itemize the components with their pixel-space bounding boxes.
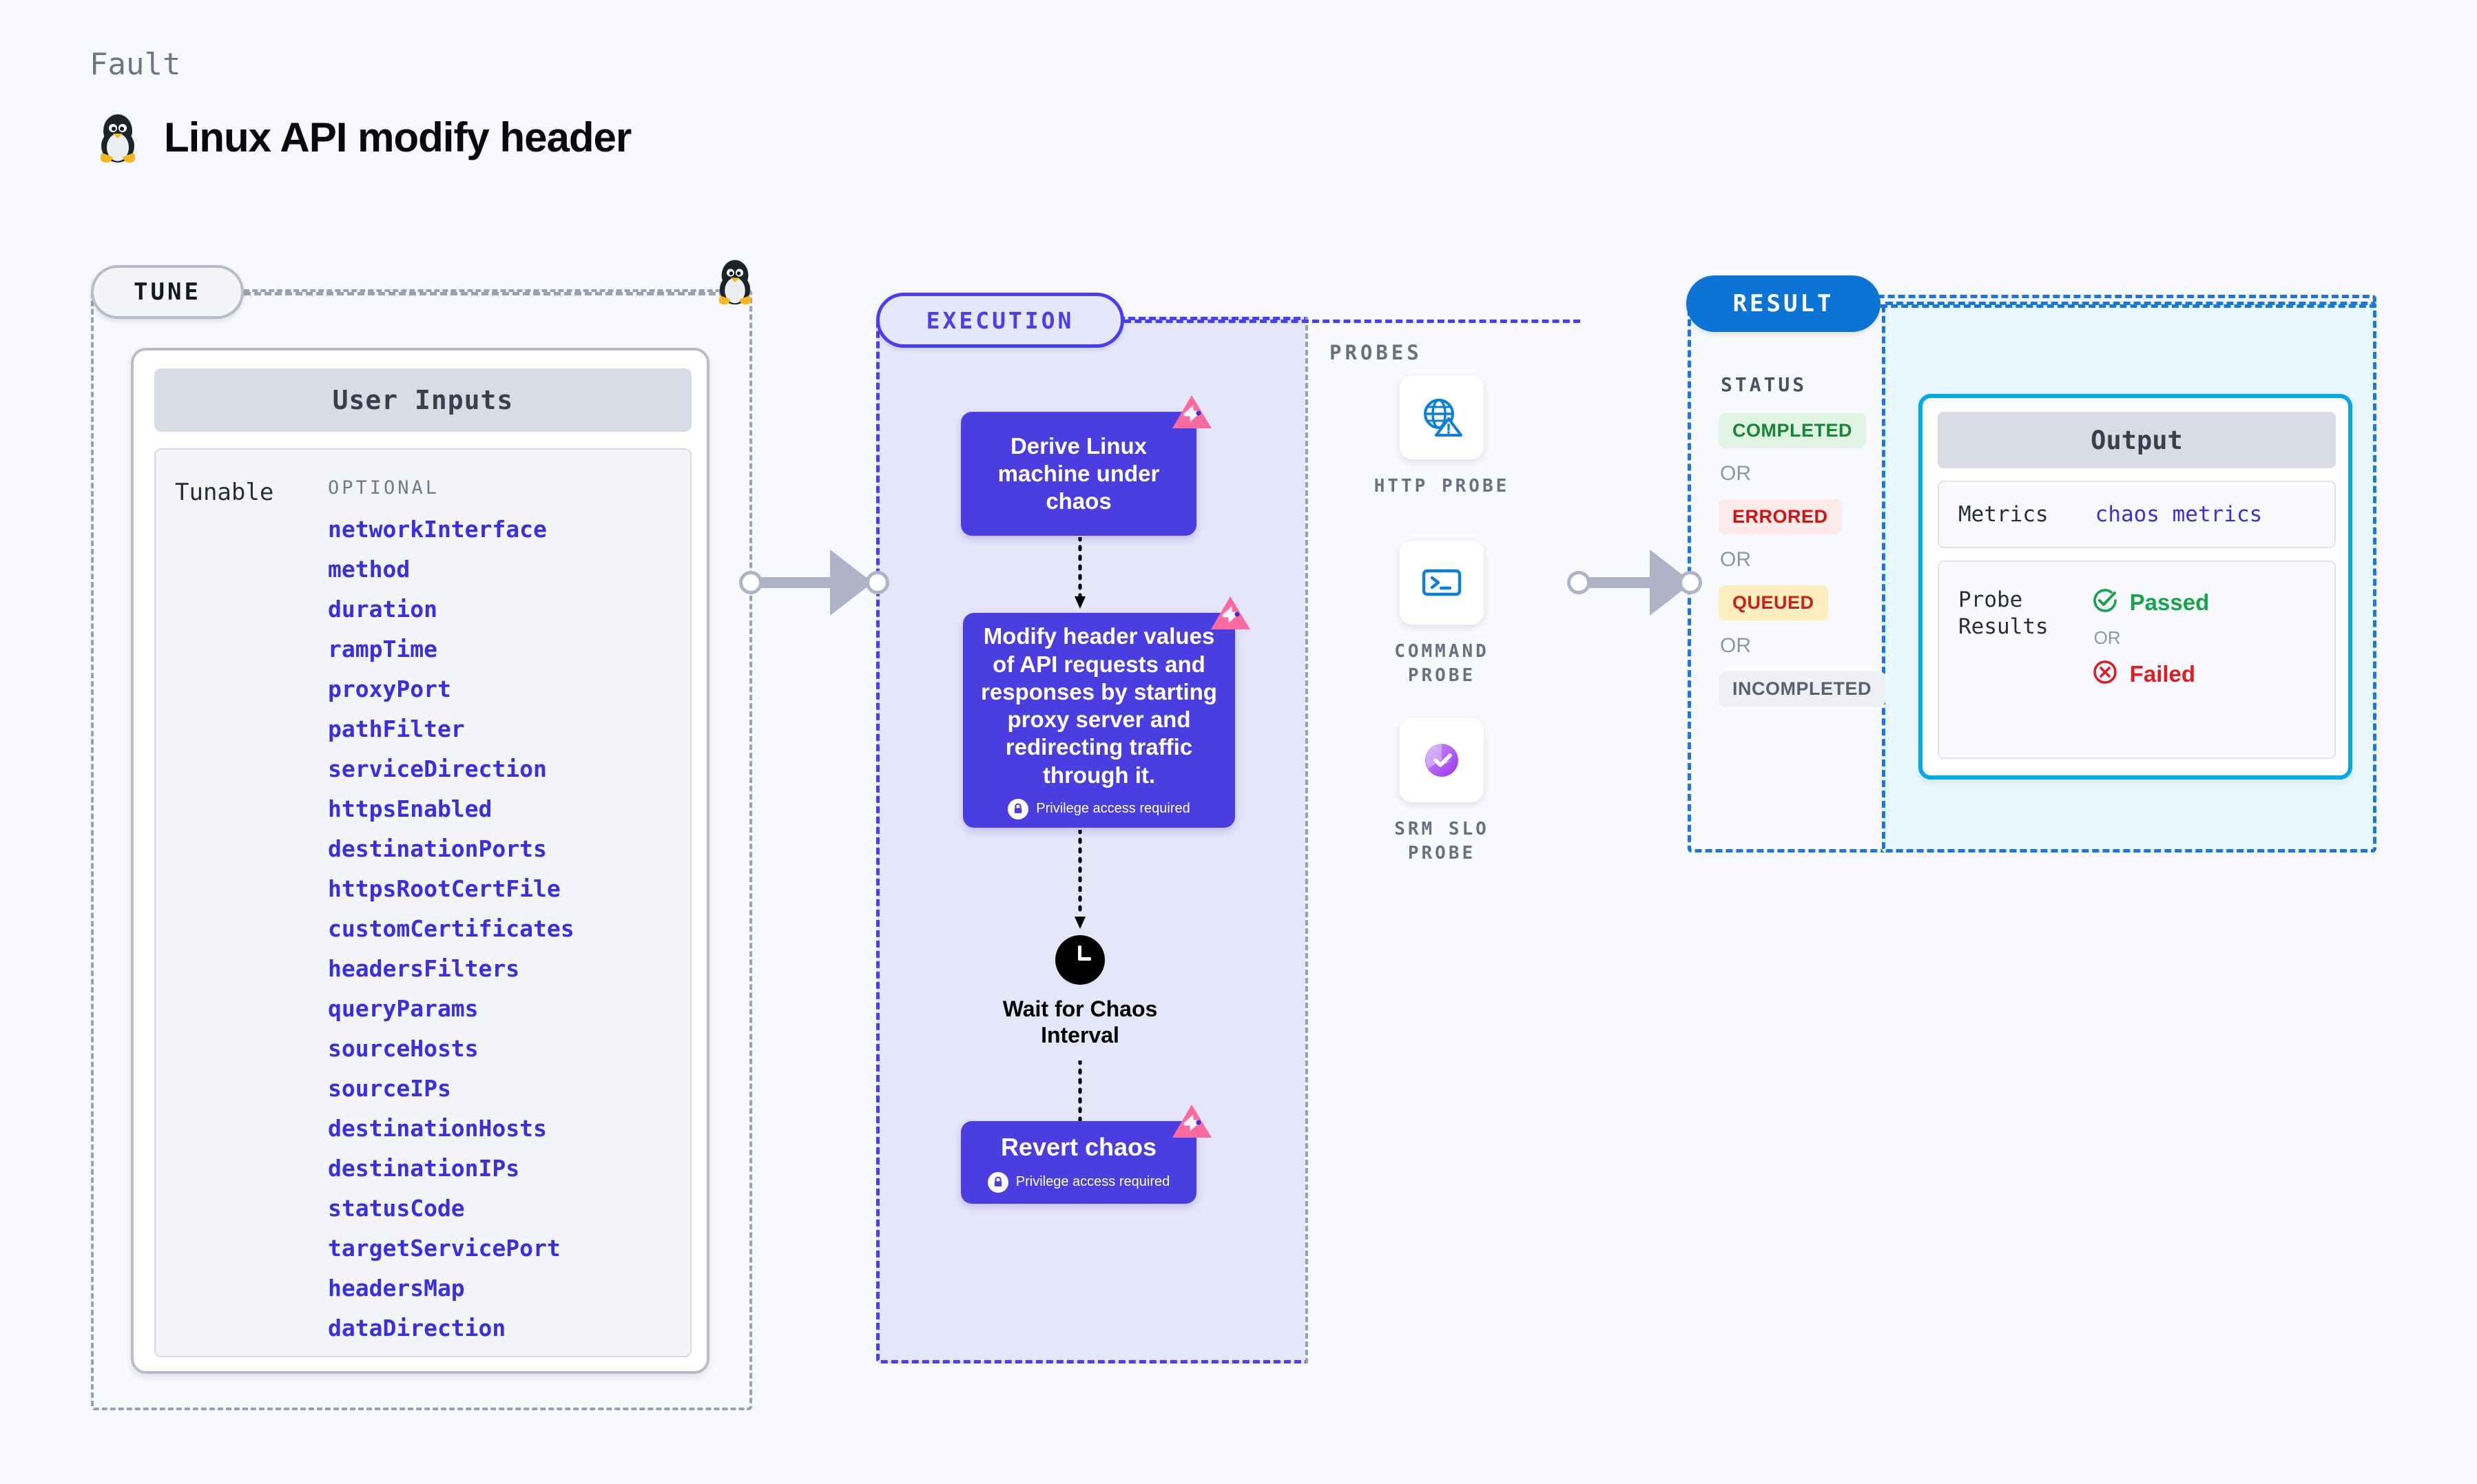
metrics-key: Metrics xyxy=(1958,501,2049,527)
lock-icon xyxy=(987,1171,1008,1193)
execution-step-derive-machine[interactable]: Derive Linux machine under chaos xyxy=(961,395,1212,536)
execution-step-text: Modify header values of API requests and… xyxy=(981,623,1217,788)
privilege-access-label: Privilege access required xyxy=(1015,1174,1170,1190)
tune-linux-penguin-icon xyxy=(715,256,755,309)
x-circle-icon xyxy=(2091,658,2119,689)
tune-leader-line xyxy=(244,292,726,295)
param-targetServicePort[interactable]: targetServicePort xyxy=(328,1235,561,1262)
privilege-access-label: Privilege access required xyxy=(1036,801,1190,817)
revert-chaos-label: Revert chaos xyxy=(1000,1133,1157,1162)
failed-label: Failed xyxy=(2129,660,2196,687)
param-headersFilters[interactable]: headersFilters xyxy=(328,955,520,982)
chaos-corner-badge-icon xyxy=(1170,394,1213,437)
execution-step-text: Derive Linux machine under chaos xyxy=(997,432,1160,514)
tune-section-pill[interactable]: TUNE xyxy=(91,265,244,319)
output-title: Output xyxy=(1938,412,2336,468)
wait-for-chaos-interval-node: Wait for Chaos Interval xyxy=(963,935,1197,1049)
page-title: Linux API modify header xyxy=(164,114,632,160)
param-sourceHosts[interactable]: sourceHosts xyxy=(328,1035,479,1062)
param-pathFilter[interactable]: pathFilter xyxy=(328,715,465,742)
linux-penguin-icon xyxy=(96,110,139,164)
status-badge-errored: ERRORED xyxy=(1719,499,1842,534)
param-httpsRootCertFile[interactable]: httpsRootCertFile xyxy=(328,875,561,902)
param-method[interactable]: method xyxy=(328,556,411,583)
execution-leader-line xyxy=(1124,320,1580,323)
execution-step-modify-header[interactable]: Modify header values of API requests and… xyxy=(963,596,1250,828)
or-separator: OR xyxy=(1720,548,1751,571)
param-dataDirection[interactable]: dataDirection xyxy=(328,1315,506,1341)
param-rampTime[interactable]: rampTime xyxy=(328,636,437,662)
probe-http[interactable]: HTTP PROBE xyxy=(1356,375,1528,499)
status-badge-queued: QUEUED xyxy=(1719,585,1828,620)
status-list: COMPLETED OR ERRORED OR QUEUED OR INCOMP… xyxy=(1719,413,1918,707)
result-leader-line xyxy=(1880,304,2376,308)
privilege-access-note: Privilege access required xyxy=(1008,798,1190,819)
user-inputs-body: Tunable OPTIONAL networkInterface method… xyxy=(154,448,692,1357)
page-title-row: Linux API modify header xyxy=(96,110,632,164)
metrics-value[interactable]: chaos metrics xyxy=(2095,502,2263,527)
result-section-pill[interactable]: RESULT xyxy=(1686,275,1880,332)
globe-warning-icon xyxy=(1400,375,1484,459)
execution-section-pill[interactable]: EXECUTION xyxy=(876,293,1124,348)
user-inputs-card: User Inputs Tunable OPTIONAL networkInte… xyxy=(131,348,709,1374)
tunable-param-list: OPTIONAL networkInterface method duratio… xyxy=(328,450,690,1356)
output-row-probe-results: Probe Results Passed OR xyxy=(1938,561,2336,759)
param-customCertificates[interactable]: customCertificates xyxy=(328,915,574,942)
param-duration[interactable]: duration xyxy=(328,596,437,623)
lock-icon xyxy=(1008,798,1029,819)
param-serviceDirection[interactable]: serviceDirection xyxy=(328,755,547,782)
execution-step-revert-chaos[interactable]: Revert chaos Privilege access required xyxy=(961,1105,1212,1204)
param-statusCode[interactable]: statusCode xyxy=(328,1195,465,1222)
probe-label: COMMAND PROBE xyxy=(1394,641,1489,687)
probe-label: HTTP PROBE xyxy=(1374,476,1510,497)
optional-label: OPTIONAL xyxy=(328,477,440,499)
status-label: STATUS xyxy=(1721,373,1807,396)
param-destinationIPs[interactable]: destinationIPs xyxy=(328,1155,520,1182)
or-separator: OR xyxy=(1720,462,1751,485)
tune-container xyxy=(91,289,752,1410)
page-eyebrow: Fault xyxy=(90,47,181,82)
param-destinationHosts[interactable]: destinationHosts xyxy=(328,1115,547,1142)
param-sourceIPs[interactable]: sourceIPs xyxy=(328,1075,451,1102)
param-networkInterface[interactable]: networkInterface xyxy=(328,516,547,543)
param-queryParams[interactable]: queryParams xyxy=(328,995,479,1022)
wait-node-label: Wait for Chaos Interval xyxy=(1002,996,1158,1048)
or-separator: OR xyxy=(1720,634,1751,657)
probes-container xyxy=(1305,317,1579,1363)
passed-label: Passed xyxy=(2129,589,2210,615)
probe-results-key: Probe Results xyxy=(1958,587,2049,639)
check-circle-icon xyxy=(2091,587,2119,618)
param-destinationPorts[interactable]: destinationPorts xyxy=(328,835,547,862)
flow-arrow-1 xyxy=(1072,535,1088,615)
output-row-metrics: Metrics chaos metrics xyxy=(1938,481,2336,548)
tunable-label: Tunable xyxy=(175,479,274,506)
clock-icon xyxy=(1055,935,1105,985)
flow-arrow-2 xyxy=(1072,828,1088,935)
probe-command[interactable]: COMMAND PROBE xyxy=(1356,541,1528,688)
chaos-corner-badge-icon xyxy=(1209,595,1252,638)
terminal-icon xyxy=(1400,541,1484,625)
output-card: Output Metrics chaos metrics Probe Resul… xyxy=(1918,394,2352,780)
privilege-access-note: Privilege access required xyxy=(987,1171,1170,1193)
param-httpsEnabled[interactable]: httpsEnabled xyxy=(328,795,493,822)
param-headersMap[interactable]: headersMap xyxy=(328,1275,465,1302)
slo-donut-check-icon xyxy=(1400,718,1484,802)
param-proxyPort[interactable]: proxyPort xyxy=(328,676,451,702)
probe-srm-slo[interactable]: SRM SLO PROBE xyxy=(1356,718,1528,866)
probe-label: SRM SLO PROBE xyxy=(1394,819,1489,864)
probes-section-label: PROBES xyxy=(1329,341,1422,364)
user-inputs-title: User Inputs xyxy=(154,368,692,432)
status-badge-incompleted: INCOMPLETED xyxy=(1719,671,1886,707)
probe-result-failed: Failed xyxy=(2091,658,2210,689)
probe-results-values: Passed OR Failed xyxy=(2091,587,2210,689)
or-separator: OR xyxy=(2093,627,2121,648)
status-badge-completed: COMPLETED xyxy=(1719,413,1867,448)
chaos-corner-badge-icon xyxy=(1170,1103,1213,1147)
probe-result-passed: Passed xyxy=(2091,587,2210,618)
